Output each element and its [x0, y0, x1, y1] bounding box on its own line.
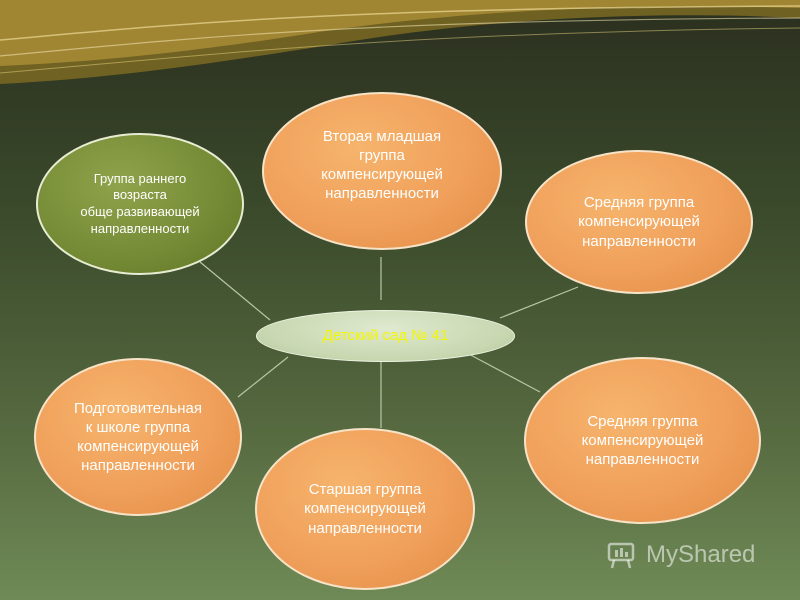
connector-middle-2	[464, 351, 541, 393]
node-middle-group-2: Средняя группа компенсирующей направленн…	[524, 357, 761, 524]
connector-middle-1	[499, 286, 579, 319]
node-second-junior-group: Вторая младшая группа компенсирующей нап…	[262, 92, 502, 250]
node-middle-group-1: Средняя группа компенсирующей направленн…	[525, 150, 753, 294]
connector-preparatory	[237, 356, 289, 398]
node-preparatory-group: Подготовительная к школе группа компенси…	[34, 358, 242, 516]
connector-early	[199, 261, 271, 321]
decorative-swoosh-band	[0, 0, 800, 84]
node-senior-group: Старшая группа компенсирующей направленн…	[255, 428, 475, 590]
node-early-age-group: Группа раннего возраста обще развивающей…	[36, 133, 244, 275]
watermark-text: MyShared	[646, 541, 756, 568]
watermark-logo-icon	[607, 542, 635, 569]
center-kindergarten-node: Детский сад № 41	[256, 310, 515, 362]
watermark: MyShared	[606, 538, 755, 572]
